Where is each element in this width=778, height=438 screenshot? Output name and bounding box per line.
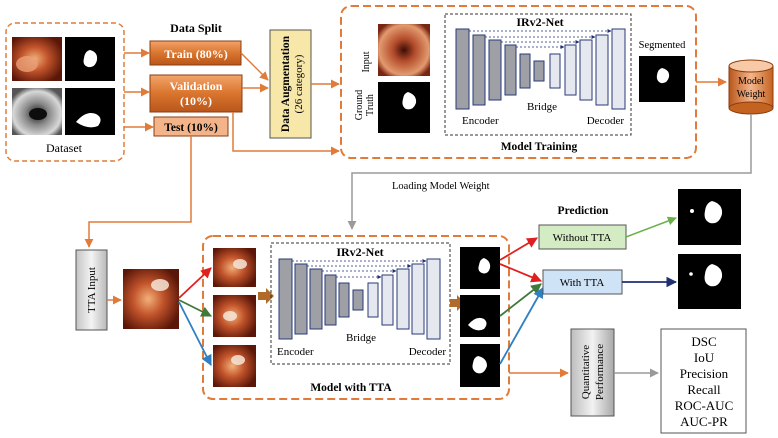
arrow-without-to-mask <box>625 216 677 238</box>
train-label: Train (80%) <box>164 47 227 61</box>
training-segmented-mask <box>639 56 685 102</box>
tta-encoder-label: Encoder <box>277 346 314 358</box>
arrow-net-to-masks <box>450 295 465 311</box>
connector-val-training <box>232 112 340 156</box>
tta-input-box <box>75 249 108 331</box>
training-input-image <box>378 24 430 76</box>
training-encoder-label: Encoder <box>462 115 499 127</box>
prediction-mask-without <box>678 189 741 245</box>
training-input-label: Input <box>361 51 372 72</box>
arrow-input-aug1-red <box>178 267 212 299</box>
dataset-label: Dataset <box>46 141 83 155</box>
training-segmented-label: Segmented <box>639 40 686 51</box>
training-skip-connections <box>469 29 612 49</box>
training-caption: Model Training <box>501 141 578 153</box>
dataset-image-gray <box>12 88 62 135</box>
dataset-frame <box>5 22 125 162</box>
metrics-box <box>660 328 747 434</box>
model-tta-frame <box>202 235 510 400</box>
tta-caption: Model with TTA <box>310 382 392 394</box>
validation-box <box>149 74 243 113</box>
validation-label-line2: (10%) <box>180 94 212 108</box>
training-net-blocks <box>455 28 626 110</box>
arrow-input-aug2-green <box>178 299 212 317</box>
model-weight-cylinder <box>728 59 774 115</box>
tta-aug-image-3 <box>213 345 256 387</box>
performance-label-line1: Quantitative <box>580 345 592 399</box>
tta-bridge-label: Bridge <box>346 332 376 344</box>
dataset-mask-1 <box>65 37 115 81</box>
tta-decoder-label: Decoder <box>409 346 447 358</box>
tta-aug-image-1 <box>213 248 256 287</box>
augmentation-line1: Data Augmentation <box>280 35 292 132</box>
with-tta-box <box>542 269 623 295</box>
tta-output-mask-2 <box>460 295 500 337</box>
without-tta-label: Without TTA <box>553 232 612 244</box>
model-training-frame <box>340 5 697 159</box>
loading-weight-label: Loading Model Weight <box>392 181 490 192</box>
connector-loading-weight <box>347 114 752 230</box>
tta-aug-image-2 <box>213 295 256 337</box>
validation-label-line1: Validation <box>170 79 223 93</box>
training-net-frame <box>444 13 632 136</box>
metric-iou: IoU <box>694 350 715 365</box>
arrow-mask3-with-blue <box>499 287 544 365</box>
tta-net-blocks <box>278 258 441 340</box>
arrow-input-aug3-blue <box>178 301 212 366</box>
training-bridge-label: Bridge <box>527 101 557 113</box>
prediction-title: Prediction <box>558 205 609 217</box>
dataset-image-color <box>12 37 62 81</box>
tta-input-image <box>123 269 179 329</box>
data-split-title: Data Split <box>170 21 222 35</box>
training-net-title: IRv2-Net <box>516 15 563 29</box>
arrow-mask2-with-green <box>499 283 542 317</box>
arrow-mask1-without-red <box>499 237 538 261</box>
metric-recall: Recall <box>687 382 721 397</box>
model-weight-line1: Model <box>738 76 764 87</box>
tta-output-mask-3 <box>460 344 500 387</box>
training-truth-line2: Truth <box>365 94 376 116</box>
performance-box <box>570 328 615 417</box>
train-box <box>149 40 242 66</box>
augmentation-line2: (26 category) <box>293 54 305 113</box>
tta-net-title: IRv2-Net <box>336 245 383 259</box>
tta-skip-connections <box>292 259 427 279</box>
test-label: Test (10%) <box>164 122 218 134</box>
arrow-mask1-with-red <box>499 263 542 283</box>
model-weight-line2: Weight <box>737 89 766 100</box>
performance-label-line2: Performance <box>594 344 606 400</box>
dataset-mask-2 <box>65 88 115 135</box>
with-tta-label: With TTA <box>560 277 605 289</box>
prediction-mask-with <box>678 254 741 309</box>
training-decoder-label: Decoder <box>587 115 625 127</box>
metric-auc-pr: AUC-PR <box>680 414 728 429</box>
training-truth-line1: Ground <box>354 90 365 121</box>
connector-train-aug <box>240 52 269 81</box>
metric-dsc: DSC <box>691 334 716 349</box>
metric-precision: Precision <box>680 366 729 381</box>
connector-test-tta <box>84 136 192 248</box>
tta-input-label: TTA Input <box>86 267 98 313</box>
tta-output-mask-1 <box>460 247 500 289</box>
training-truth-mask <box>378 82 430 133</box>
arrow-aug-to-net <box>258 288 274 304</box>
metric-roc-auc: ROC-AUC <box>675 398 734 413</box>
